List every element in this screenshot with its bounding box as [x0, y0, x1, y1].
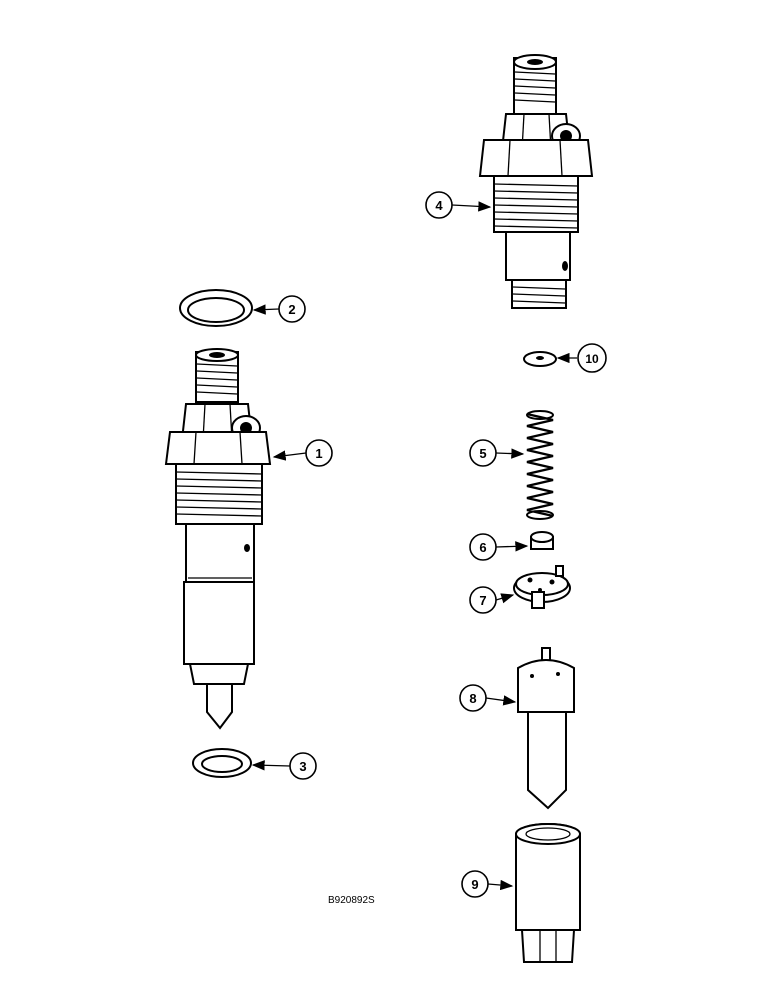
callout-4: 4	[425, 191, 453, 219]
nozzle	[517, 647, 575, 810]
callout-5: 5	[469, 439, 497, 467]
callout-label: 3	[299, 759, 306, 774]
intermediate-plate	[513, 565, 571, 609]
injector-body	[478, 54, 594, 309]
callout-label: 1	[315, 446, 322, 461]
callout-10: 10	[577, 343, 607, 373]
callout-label: 8	[469, 691, 476, 706]
lower-sealing-washer	[192, 748, 252, 778]
shim	[523, 351, 557, 367]
callout-label: 6	[479, 540, 486, 555]
callout-label: 9	[471, 877, 478, 892]
injector-assembly	[164, 348, 272, 730]
callout-label: 5	[479, 446, 486, 461]
figure-id: B920892S	[328, 895, 375, 906]
spring	[526, 410, 554, 520]
callout-3: 3	[289, 752, 317, 780]
callout-label: 4	[435, 198, 443, 213]
upper-sealing-washer	[179, 289, 253, 327]
callout-label: 7	[479, 593, 486, 608]
callout-8: 8	[459, 684, 487, 712]
callout-leaders	[251, 201, 577, 891]
callout-9: 9	[461, 870, 489, 898]
callout-label: 2	[288, 302, 295, 317]
callout-7: 7	[469, 586, 497, 614]
callout-6: 6	[469, 533, 497, 561]
nozzle-nut	[515, 823, 581, 963]
callout-2: 2	[278, 295, 306, 323]
callout-1: 1	[305, 439, 333, 467]
spring-seat	[530, 531, 554, 550]
callout-label: 10	[585, 352, 599, 366]
